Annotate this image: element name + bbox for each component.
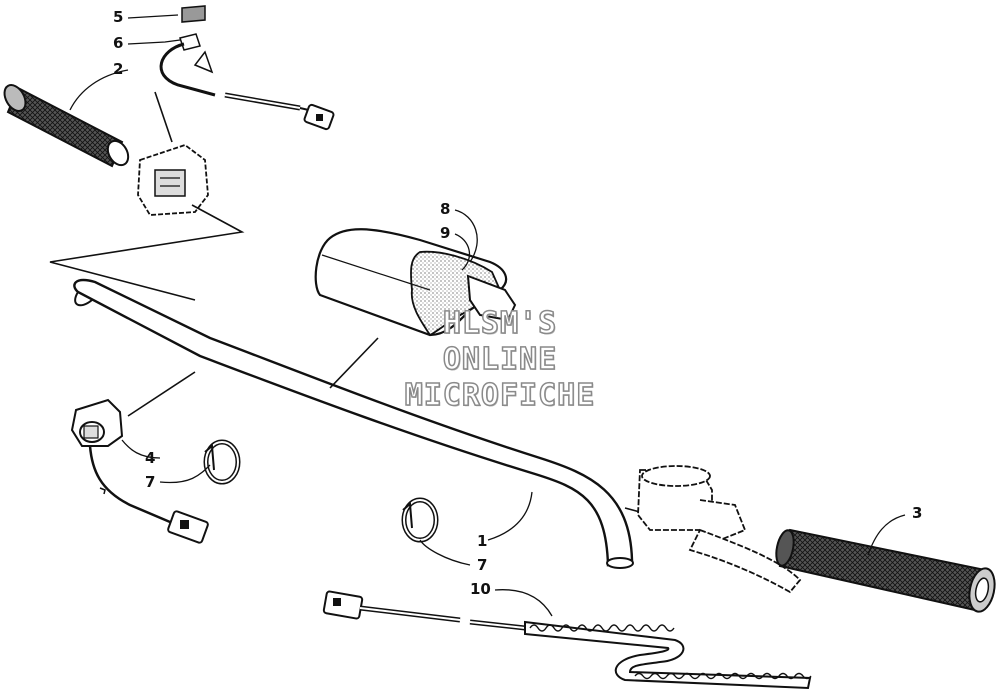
callout-6: 6 bbox=[113, 34, 124, 52]
brake-master-cylinder bbox=[637, 465, 802, 594]
clamp-lower bbox=[401, 497, 439, 543]
grip-cover bbox=[314, 228, 517, 337]
watermark: HLSM'S ONLINE MICROFICHE bbox=[370, 305, 630, 414]
right-grip bbox=[775, 528, 996, 613]
callout-7-lower: 7 bbox=[477, 556, 488, 574]
callout-10: 10 bbox=[470, 580, 491, 598]
watermark-line-3: MICROFICHE bbox=[404, 377, 596, 414]
switch-wire-harness bbox=[159, 33, 335, 131]
heater-element-pad bbox=[181, 5, 206, 23]
callout-2: 2 bbox=[113, 60, 124, 78]
callout-3: 3 bbox=[912, 504, 923, 522]
heater-element-strip bbox=[322, 590, 812, 690]
assembly-lines bbox=[49, 91, 641, 513]
clamp-upper bbox=[203, 439, 241, 485]
left-grip bbox=[3, 84, 130, 168]
watermark-line-1: HLSM'S bbox=[442, 305, 558, 342]
callout-4: 4 bbox=[145, 449, 156, 467]
callout-8: 8 bbox=[440, 200, 451, 218]
callout-1: 1 bbox=[477, 532, 488, 550]
switch-housing bbox=[137, 143, 209, 216]
watermark-line-2: ONLINE bbox=[442, 341, 558, 378]
handlebar bbox=[73, 278, 634, 569]
callout-9: 9 bbox=[440, 224, 451, 242]
callout-leaders bbox=[69, 14, 906, 617]
callout-7-upper: 7 bbox=[145, 473, 156, 491]
callout-5: 5 bbox=[113, 8, 124, 26]
control-switch bbox=[70, 398, 209, 544]
